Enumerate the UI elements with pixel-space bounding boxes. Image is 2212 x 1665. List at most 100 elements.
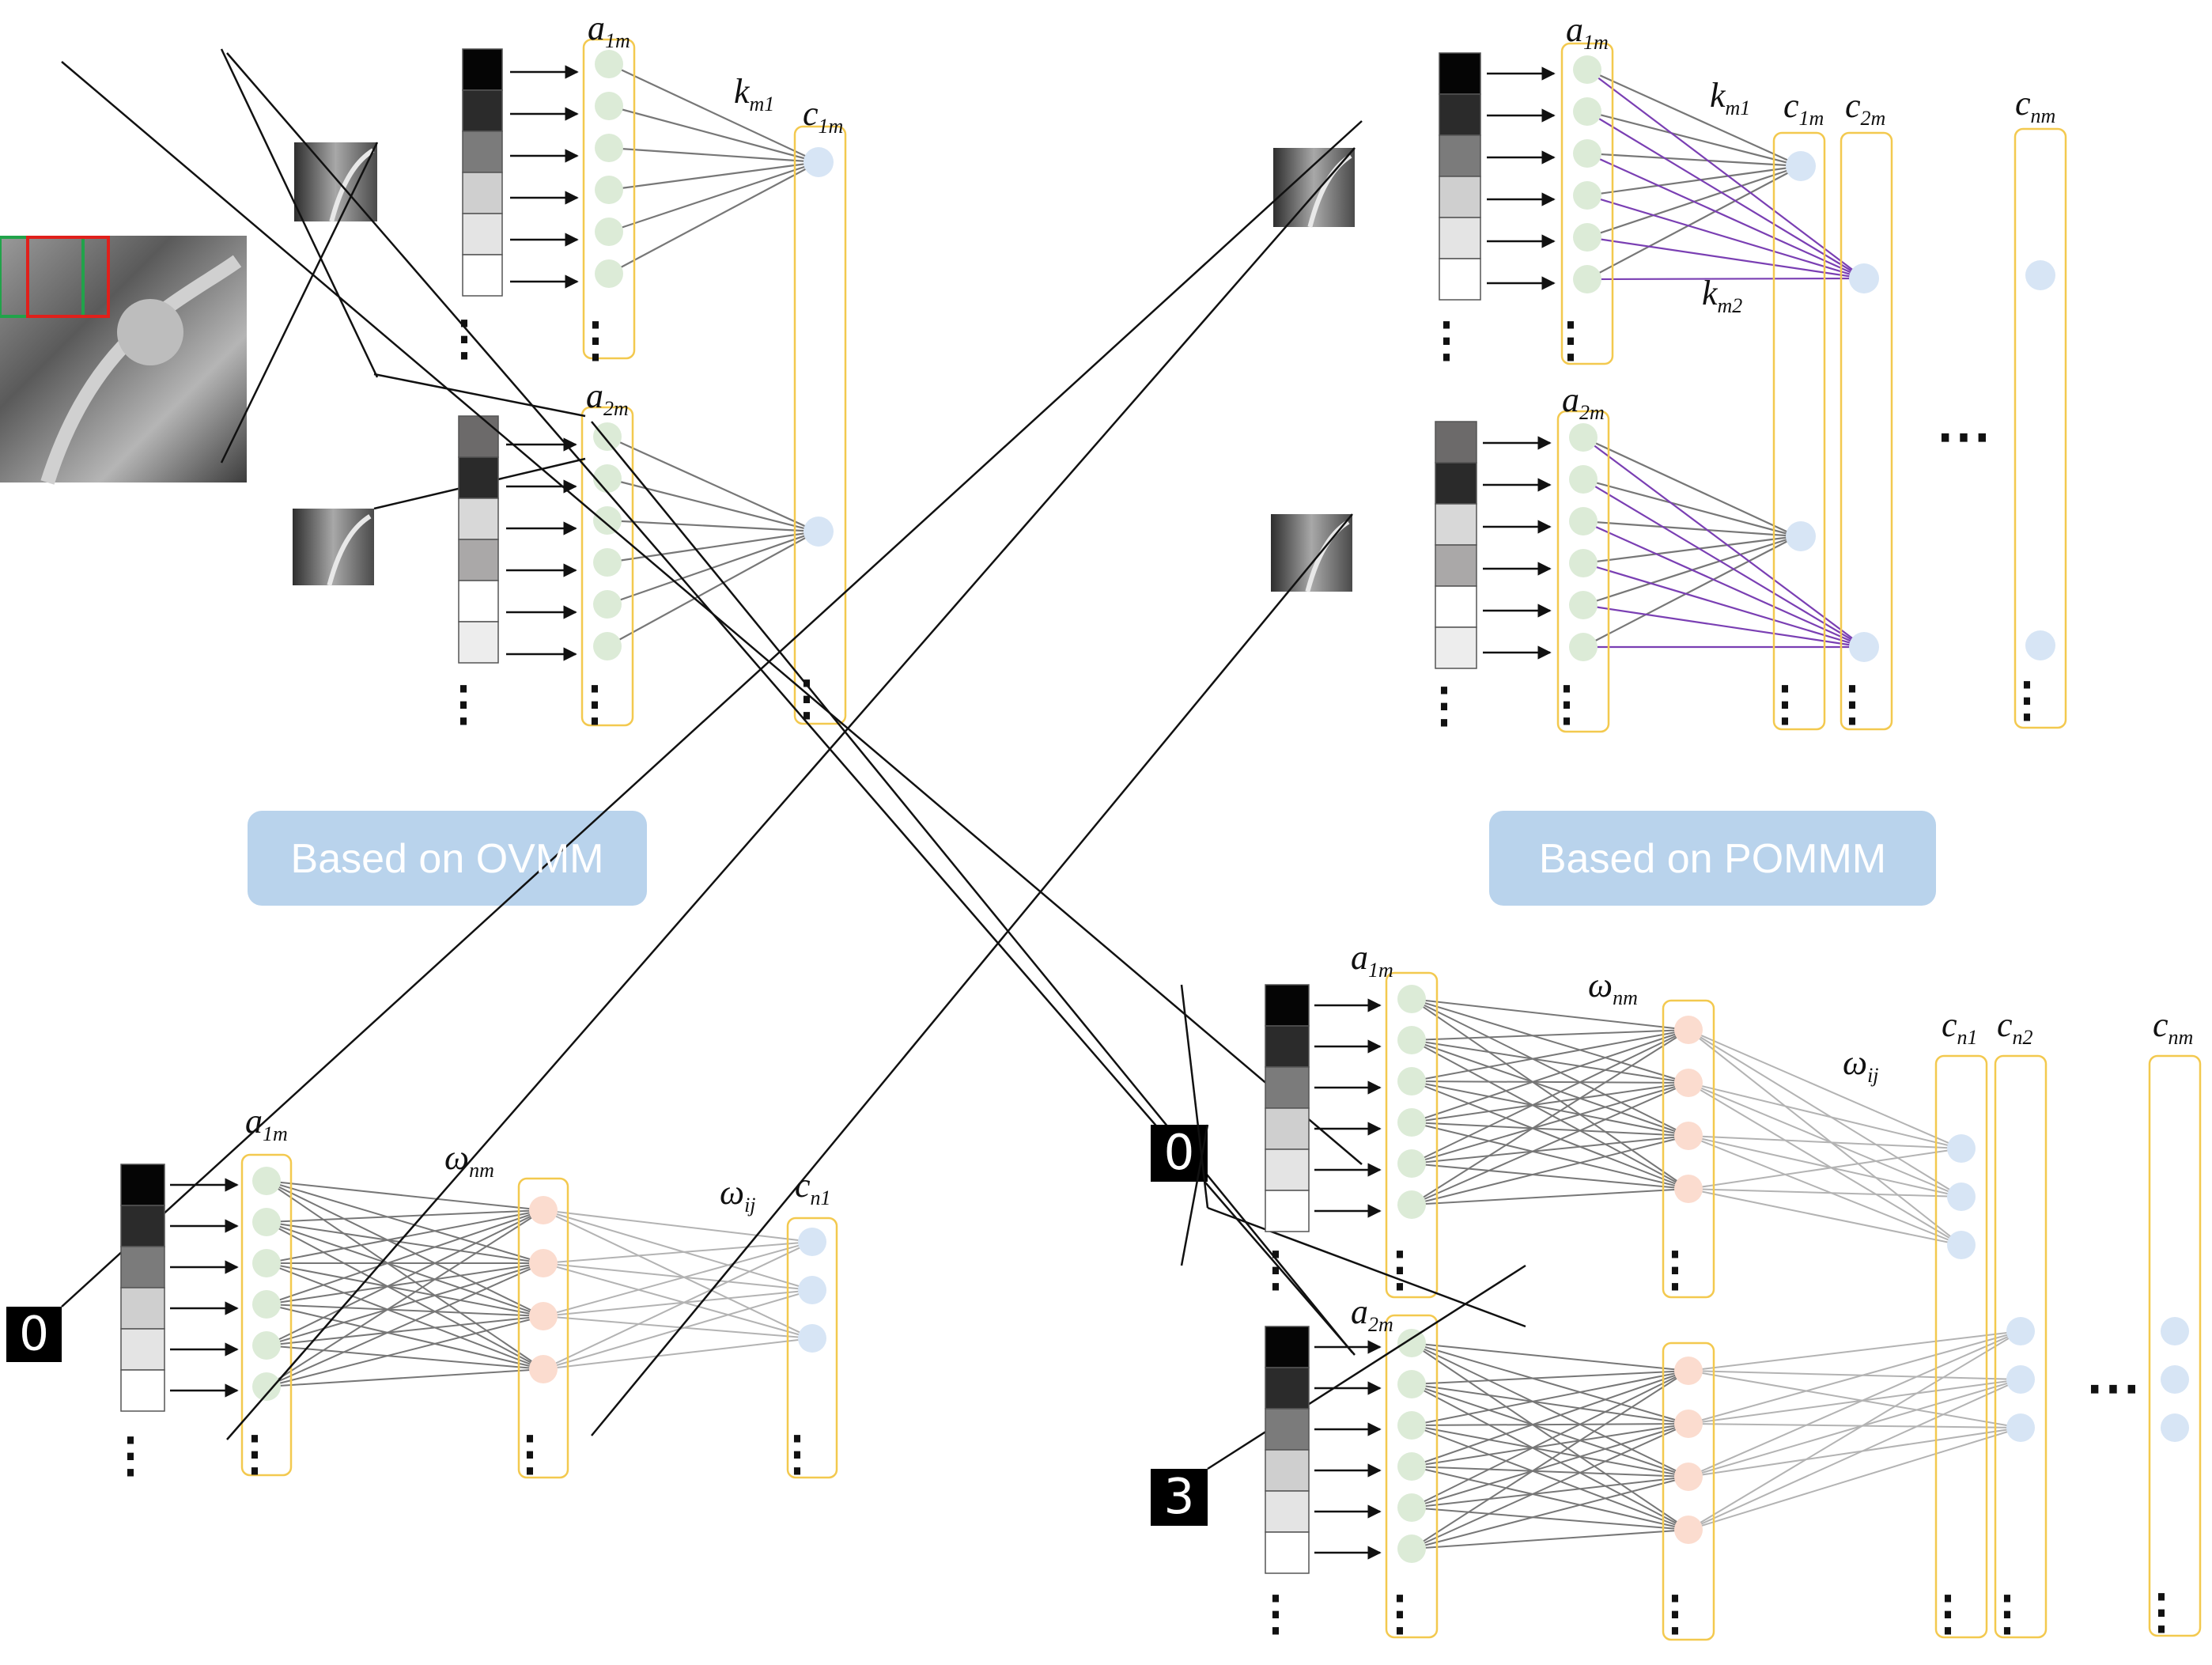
pixel-cell-a1: [462, 131, 503, 173]
omega-nm-line: [266, 1180, 544, 1211]
pixel-cell-b1: [1265, 984, 1310, 1027]
input-node: [252, 1290, 281, 1319]
omega-ij-line: [1688, 1379, 2021, 1531]
pixel-cell-b2: [1265, 1449, 1310, 1492]
vertical-ellipsis: ⋮: [231, 1428, 278, 1480]
omega-nm-line: [1411, 1383, 1689, 1478]
input-node: [1573, 181, 1601, 210]
omega-nm-line: [1411, 1383, 1689, 1531]
digit-glyph: 0: [19, 1307, 49, 1362]
k1-weight-line: [1582, 520, 1798, 538]
pixel-cell-a1: [462, 48, 503, 91]
omega-ij-line: [1688, 1029, 1962, 1198]
k2-weight-line: [1582, 562, 1865, 649]
expand-line: [591, 421, 1353, 1353]
k1-weight-line: [1586, 68, 1802, 168]
pommm-c2m-box: [1840, 131, 1893, 731]
pommm-mlp-a1m-box: [1385, 971, 1439, 1299]
hidden-node: [529, 1196, 558, 1224]
output-node: [2006, 1365, 2035, 1394]
input-node: [595, 50, 623, 78]
crop-window-red: [26, 236, 110, 318]
omega-nm-line: [1411, 1423, 1689, 1508]
input-node: [595, 92, 623, 120]
pixel-cell-pa1: [1439, 258, 1481, 301]
expand-line: [226, 147, 1356, 1440]
pixel-cell-pa1: [1439, 176, 1481, 218]
omega-nm-line: [266, 1180, 544, 1264]
mlp-a1m-box: [240, 1153, 293, 1477]
k1-weight-line: [1582, 478, 1798, 538]
k1-weight-line: [1586, 165, 1802, 197]
pommm-a1m-box: [1560, 42, 1614, 365]
k2-weight-line: [1582, 479, 1865, 648]
vertical-ellipsis: ⋮: [2003, 674, 2051, 726]
omega-nm-line: [1411, 1039, 1689, 1137]
output-node: [804, 517, 834, 547]
omega-ij-line: [1688, 1330, 2021, 1478]
omega-ij-line: [1688, 1082, 1962, 1246]
label-a1m-ovmm: a1m: [588, 9, 630, 52]
k-weight-line: [608, 63, 819, 163]
vertical-ellipsis: ⋮: [1983, 1587, 2031, 1640]
vertical-ellipsis: ⋮: [1423, 314, 1470, 366]
vertical-ellipsis: ⋮: [572, 314, 619, 366]
omega-ij-line: [1688, 1135, 1962, 1246]
omega-ij-line: [543, 1209, 813, 1339]
a2m-box: [580, 406, 634, 727]
pixel-cell-a1: [462, 172, 503, 214]
k2-weight-line: [1586, 236, 1865, 280]
input-node: [252, 1249, 281, 1277]
omega-ij-line: [1688, 1330, 2021, 1372]
omega-nm-line: [1411, 1370, 1689, 1426]
omega-ij-line: [1688, 1370, 2021, 1380]
mlp-cn1-box: [786, 1217, 838, 1479]
input-node: [1569, 549, 1598, 577]
pommm-c1m-box: [1772, 131, 1826, 731]
k1-weight-line: [1586, 165, 1802, 280]
omega-nm-line: [266, 1209, 544, 1223]
input-node: [1397, 1026, 1426, 1054]
c1m-box: [793, 125, 847, 725]
hidden-node: [1674, 1069, 1703, 1097]
output-node: [2006, 1317, 2035, 1345]
omega-nm-line: [266, 1209, 544, 1387]
output-node: [1849, 632, 1879, 662]
expand-line: [61, 61, 1363, 1165]
omega-nm-line: [266, 1221, 544, 1317]
horizontal-ellipsis: ⋯: [1936, 407, 1991, 467]
k1-weight-line: [1586, 110, 1802, 168]
input-node: [1397, 1452, 1426, 1481]
vertical-ellipsis: ⋮: [571, 678, 618, 730]
omega-ij-line: [543, 1262, 813, 1339]
pixel-cell-b1: [1265, 1190, 1310, 1232]
vertical-ellipsis: ⋮: [1547, 314, 1594, 366]
input-node: [593, 422, 622, 451]
omega-nm-line: [1411, 1425, 1689, 1531]
omega-nm-line: [1411, 998, 1689, 1084]
input-node: [1397, 1190, 1426, 1219]
vertical-ellipsis: ⋮: [107, 1429, 154, 1481]
input-node: [1397, 1493, 1426, 1522]
pixel-cell-a2: [458, 415, 499, 458]
omega-nm-line: [1411, 1370, 1689, 1467]
omega-nm-line: [1411, 1080, 1689, 1137]
vertical-ellipsis: ⋮: [1924, 1587, 1972, 1640]
omega-ij-line: [1688, 1135, 1962, 1149]
omega-ij-line: [1688, 1427, 2021, 1531]
label-c1m-ovmm: c1m: [803, 94, 843, 138]
output-node: [2025, 260, 2055, 290]
pixel-cell-b1: [1265, 1107, 1310, 1150]
output-node: [1786, 151, 1816, 181]
omega-ij-line: [1688, 1423, 2021, 1428]
pixel-cell-b1: [1265, 1148, 1310, 1191]
pixel-cell-a2: [458, 456, 499, 499]
k2-weight-line: [1582, 604, 1865, 649]
label-km1-pommm: km1: [1710, 76, 1750, 119]
expand-line: [373, 373, 586, 418]
vertical-ellipsis: ⋮: [783, 672, 830, 725]
omega-ij-line: [543, 1209, 813, 1243]
omega-nm-line: [1411, 1476, 1689, 1508]
label-c2m-pommm: c2m: [1845, 86, 1885, 130]
omega-nm-line: [1411, 1039, 1689, 1190]
